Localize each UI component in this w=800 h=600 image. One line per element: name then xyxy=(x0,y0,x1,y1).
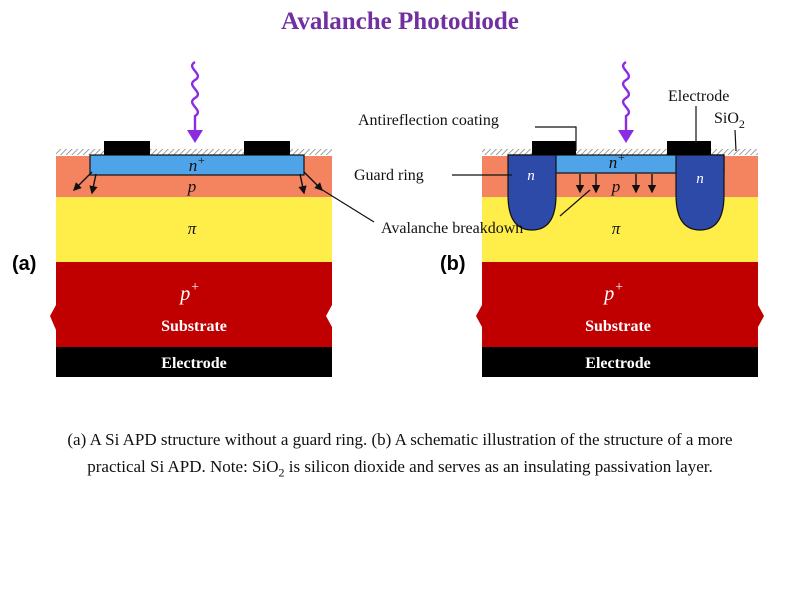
antireflection-callout: Antireflection coating xyxy=(358,112,499,129)
sio2-leader xyxy=(734,129,737,152)
pi-layer-label: π xyxy=(612,219,621,238)
electrode-callout: Electrode xyxy=(668,88,729,105)
pi-layer-label: π xyxy=(188,219,197,238)
n-plus-region xyxy=(89,154,305,176)
electrode-top-left xyxy=(532,141,576,155)
n-plus-label: n+ xyxy=(609,150,626,172)
electrode-top-right xyxy=(667,141,711,155)
electrode-top-left xyxy=(104,141,150,155)
guard-ring-callout: Guard ring xyxy=(354,167,424,184)
panel-b-letter: (b) xyxy=(440,253,466,275)
sio2-layer xyxy=(56,149,332,155)
guard-ring-n-right: n xyxy=(696,171,704,187)
photon-icon xyxy=(618,60,634,143)
substrate-label: Substrate xyxy=(585,318,651,335)
panel-a: n+ p π p+ Substrate Electrode (a) xyxy=(12,60,332,377)
electrode-label: Electrode xyxy=(585,355,650,372)
avalanche-callout: Avalanche breakdown xyxy=(381,220,523,237)
pi-layer xyxy=(56,197,332,262)
electrode-bottom xyxy=(56,347,332,377)
p-plus-label: p+ xyxy=(602,280,623,305)
callouts: Electrode SiO2 Antireflection coating Gu… xyxy=(315,88,745,237)
edge-breakdown-arrows xyxy=(73,171,323,195)
p-layer-label: p xyxy=(611,177,621,196)
sio2-callout: SiO2 xyxy=(714,110,745,131)
substrate-label: Substrate xyxy=(161,318,227,335)
guard-ring-n-left: n xyxy=(527,168,535,184)
n-plus-label: n+ xyxy=(189,153,206,175)
avalanche-leader-b xyxy=(559,189,591,217)
antireflection-leader xyxy=(535,126,577,151)
electrode-label: Electrode xyxy=(161,355,226,372)
p-plus-label: p+ xyxy=(178,280,199,305)
p-layer-label: p xyxy=(187,177,197,196)
electrode-top-right xyxy=(244,141,290,155)
substrate-layer xyxy=(50,262,332,347)
sio2-layer xyxy=(482,149,758,155)
guard-ring-left xyxy=(507,154,557,231)
uniform-breakdown-arrows xyxy=(575,174,657,194)
photon-icon xyxy=(187,60,203,143)
slide-title: Avalanche Photodiode xyxy=(281,8,519,35)
panel-b: n n n+ p π p+ Substrate Electrode (b) xyxy=(440,60,764,377)
avalanche-leader-a xyxy=(315,185,375,223)
panel-a-letter: (a) xyxy=(12,253,36,275)
figure-caption: (a) A Si APD structure without a guard r… xyxy=(67,430,733,480)
guard-ring-right xyxy=(675,154,725,231)
substrate-layer xyxy=(476,262,764,347)
electrode-bottom xyxy=(482,347,758,377)
